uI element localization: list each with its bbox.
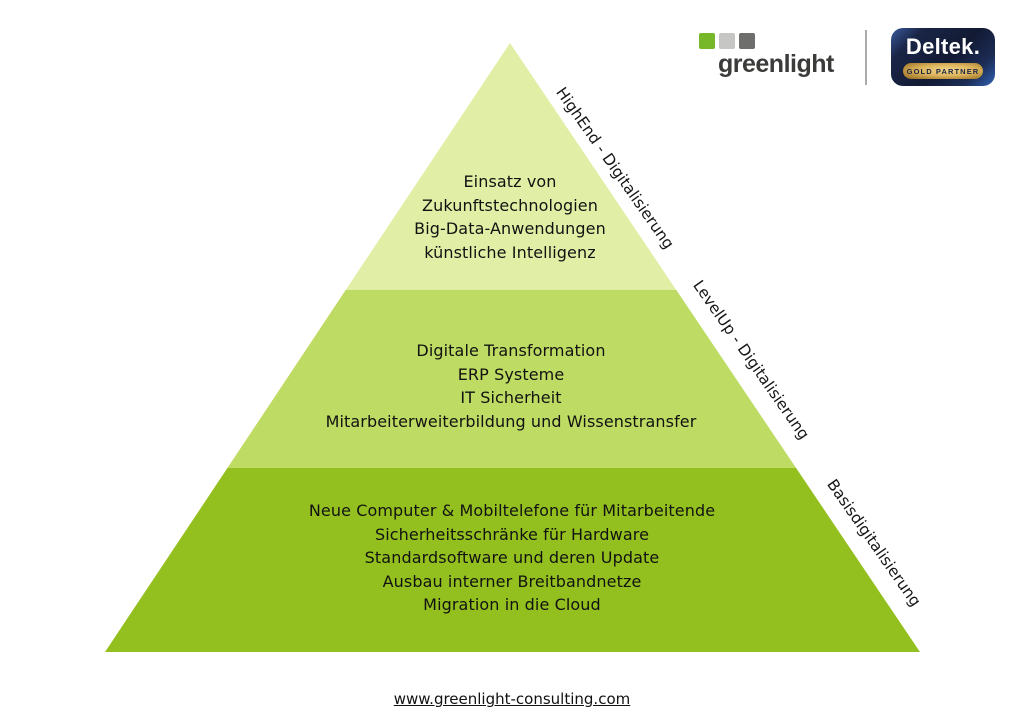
tier-highend-line: Zukunftstechnologien (422, 195, 598, 215)
gold-partner-label: GOLD PARTNER (906, 66, 980, 76)
pyramid-tier-levelup-shape (227, 290, 797, 468)
tier-levelup-text: Digitale Transformation ERP Systeme IT S… (235, 339, 787, 433)
greenlight-logo-squares (699, 33, 834, 49)
tier-highend-text: Einsatz von Zukunftstechnologien Big-Dat… (310, 170, 710, 264)
pyramid-tier-basis-shape (105, 468, 920, 652)
tier-basis-line: Neue Computer & Mobiltelefone für Mitarb… (308, 501, 716, 520)
gold-partner-pill: GOLD PARTNER (903, 63, 983, 79)
tier-basis-line: Sicherheitsschränke für Hardware (374, 524, 650, 544)
tier-highend-line: Einsatz von (463, 172, 557, 191)
tier-levelup-line: ERP Systeme (457, 364, 565, 384)
light-gray-square-icon (719, 33, 735, 49)
tier-basis-line: Ausbau interner Breitbandnetze (382, 571, 642, 591)
greenlight-wordmark: greenlight (718, 50, 834, 78)
logo-divider (865, 30, 867, 85)
footer: www.greenlight-consulting.com (0, 689, 1024, 708)
dark-gray-square-icon (739, 33, 755, 49)
tier-basis-line: Migration in die Cloud (423, 595, 601, 614)
tier-levelup-line: Digitale Transformation (416, 341, 606, 360)
tier-basis-text: Neue Computer & Mobiltelefone für Mitarb… (242, 499, 782, 617)
tier-levelup-line: Mitarbeiterweiterbildung und Wissenstran… (325, 411, 697, 431)
green-square-icon (699, 33, 715, 49)
tier-highend-line: Big-Data-Anwendungen (414, 219, 606, 238)
tier-levelup-line: IT Sicherheit (460, 388, 562, 407)
tier-highend-line: künstliche Intelligenz (424, 242, 596, 262)
greenlight-logo: greenlight (699, 33, 834, 77)
pyramid-tier-highend-shape (345, 43, 677, 290)
website-link[interactable]: www.greenlight-consulting.com (393, 690, 631, 708)
deltek-wordmark: Deltek. (905, 34, 981, 59)
tier-basis-line: Standardsoftware und deren Update (364, 548, 660, 567)
deltek-gold-partner-badge: Deltek. GOLD PARTNER (891, 28, 995, 86)
